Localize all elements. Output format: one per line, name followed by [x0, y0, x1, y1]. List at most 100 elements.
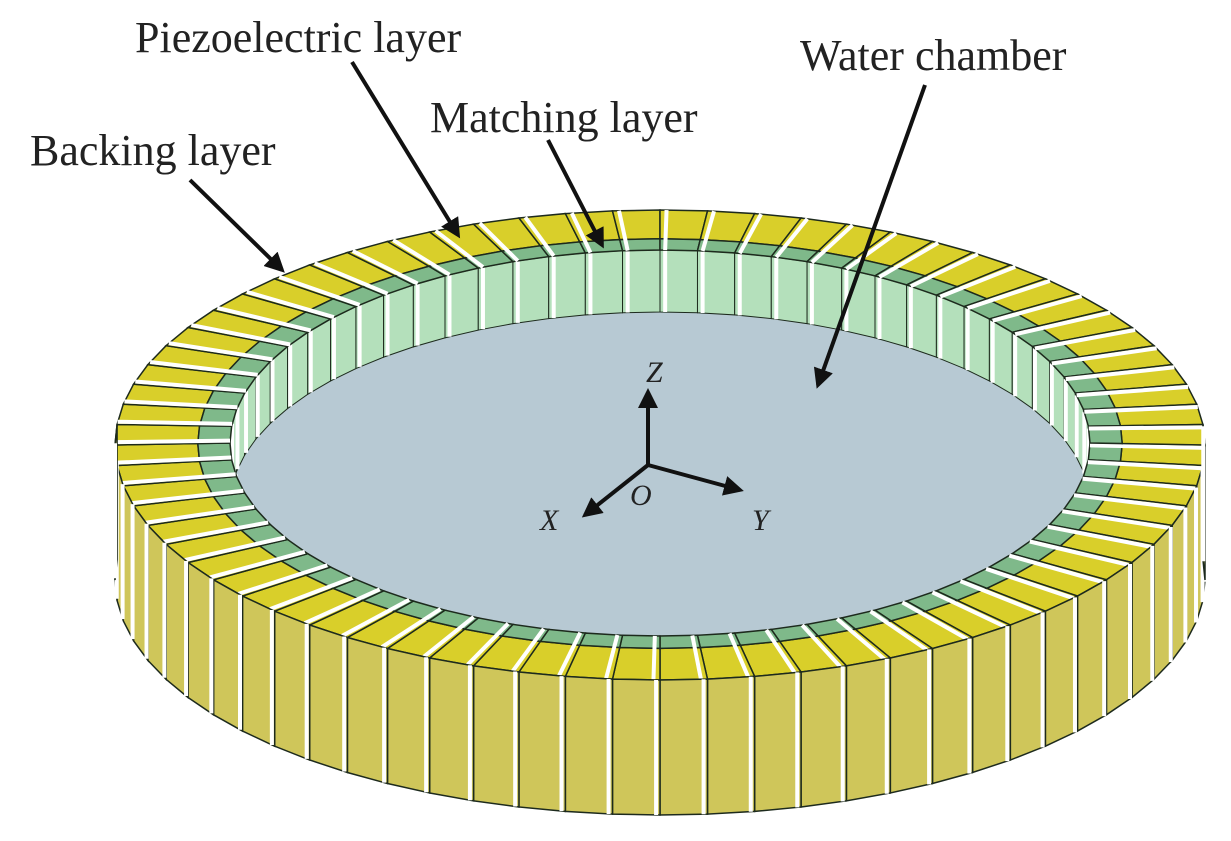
backing-element-side: [472, 664, 520, 808]
element-separator: [835, 617, 886, 661]
backing-element-side: [611, 678, 661, 816]
backing-element-side: [931, 636, 974, 785]
element-separator: [523, 216, 556, 258]
element-separator: [466, 622, 510, 667]
element-separator: [149, 359, 258, 377]
element-separator: [651, 635, 657, 681]
element-separator: [737, 213, 763, 255]
element-separator: [604, 634, 620, 680]
piezoelectric-pointer-arrow: [350, 60, 461, 239]
element-separator: [246, 289, 335, 320]
ring-top-face: [114, 209, 1206, 681]
element-separator: [1082, 476, 1196, 491]
backing-element-side: [1076, 578, 1108, 733]
element-separator: [216, 305, 312, 333]
backing-element-side: [518, 671, 567, 813]
element-separator: [190, 323, 291, 347]
element-separator: [774, 217, 809, 259]
element-separator: [478, 221, 520, 263]
element-separator: [303, 587, 381, 626]
element-separator: [909, 252, 979, 289]
element-separator: [341, 597, 411, 638]
element-separator: [1008, 553, 1104, 585]
element-separator: [115, 438, 231, 445]
inner-wall-matching-layer: [228, 249, 1092, 539]
ring-outer-side: [113, 424, 1207, 816]
element-separator: [237, 563, 328, 596]
element-separator: [845, 231, 898, 271]
backing-layer-label: Backing layer: [30, 126, 276, 175]
coordinate-axes: [581, 388, 744, 518]
element-separator: [869, 609, 928, 652]
y-axis-label: Y: [752, 504, 772, 537]
backing-element-side: [273, 610, 311, 762]
element-separator: [1029, 539, 1130, 567]
element-separator: [764, 628, 797, 674]
backing-layer-pointer-arrow: [188, 178, 285, 273]
element-separator: [1088, 425, 1204, 431]
origin-label: O: [630, 479, 652, 512]
y-axis-arrow: [647, 463, 744, 496]
element-separator: [135, 379, 247, 393]
backing-element-side: [346, 636, 389, 785]
element-separator: [122, 472, 236, 486]
element-separator: [878, 241, 940, 279]
element-separator: [116, 455, 232, 465]
backing-element-side: [845, 657, 892, 802]
element-separator: [931, 590, 1007, 629]
element-separator: [1014, 310, 1111, 337]
element-separator: [557, 631, 583, 677]
backing-element-side: [753, 671, 802, 813]
element-separator: [967, 278, 1051, 311]
element-separator: [663, 209, 669, 251]
element-separator: [313, 261, 389, 296]
element-separator: [131, 488, 244, 506]
element-separator: [992, 294, 1083, 323]
matching-layer-label: Matching layer: [430, 93, 698, 142]
z-axis-label: Z: [646, 356, 663, 389]
backing-element-side: [706, 675, 756, 815]
element-separator: [209, 549, 306, 580]
backing-element-side: [1009, 610, 1047, 762]
element-separator: [422, 615, 475, 659]
piezoelectric-layer-label: Piezoelectric layer: [135, 13, 461, 62]
element-separator: [1084, 404, 1198, 414]
element-separator: [1087, 460, 1203, 471]
x-axis-arrow: [581, 463, 650, 518]
element-separator: [810, 223, 854, 264]
backing-element-side: [386, 647, 431, 794]
element-separator: [1065, 365, 1175, 382]
backing-element-side: [308, 623, 349, 774]
element-separator: [1061, 509, 1171, 530]
water-chamber-label: Water chamber: [800, 31, 1067, 80]
element-separator: [901, 600, 969, 641]
backing-element-side: [659, 678, 709, 816]
element-separator: [1076, 384, 1189, 398]
element-separator: [380, 607, 442, 649]
water-chamber-pointer-arrow: [813, 84, 927, 389]
backing-element-side: [889, 647, 934, 794]
element-separator: [145, 504, 255, 525]
element-separator: [184, 535, 286, 563]
element-separator: [269, 575, 354, 612]
element-separator: [1034, 327, 1136, 351]
element-separator: [278, 274, 361, 307]
element-separator: [351, 249, 419, 286]
element-separator: [617, 210, 630, 251]
element-separator: [727, 632, 751, 678]
element-separator: [168, 341, 273, 362]
element-separator: [1073, 493, 1185, 511]
element-separator: [700, 210, 716, 252]
backing-element-side: [971, 623, 1012, 774]
element-separator: [1089, 443, 1206, 450]
backing-element-side: [564, 675, 614, 815]
element-separator: [800, 623, 842, 669]
x-axis-label: X: [539, 504, 560, 537]
element-separator: [959, 579, 1042, 616]
element-separator: [392, 238, 451, 277]
element-separator: [690, 635, 703, 680]
element-separator: [162, 520, 269, 544]
element-separator: [124, 399, 238, 410]
